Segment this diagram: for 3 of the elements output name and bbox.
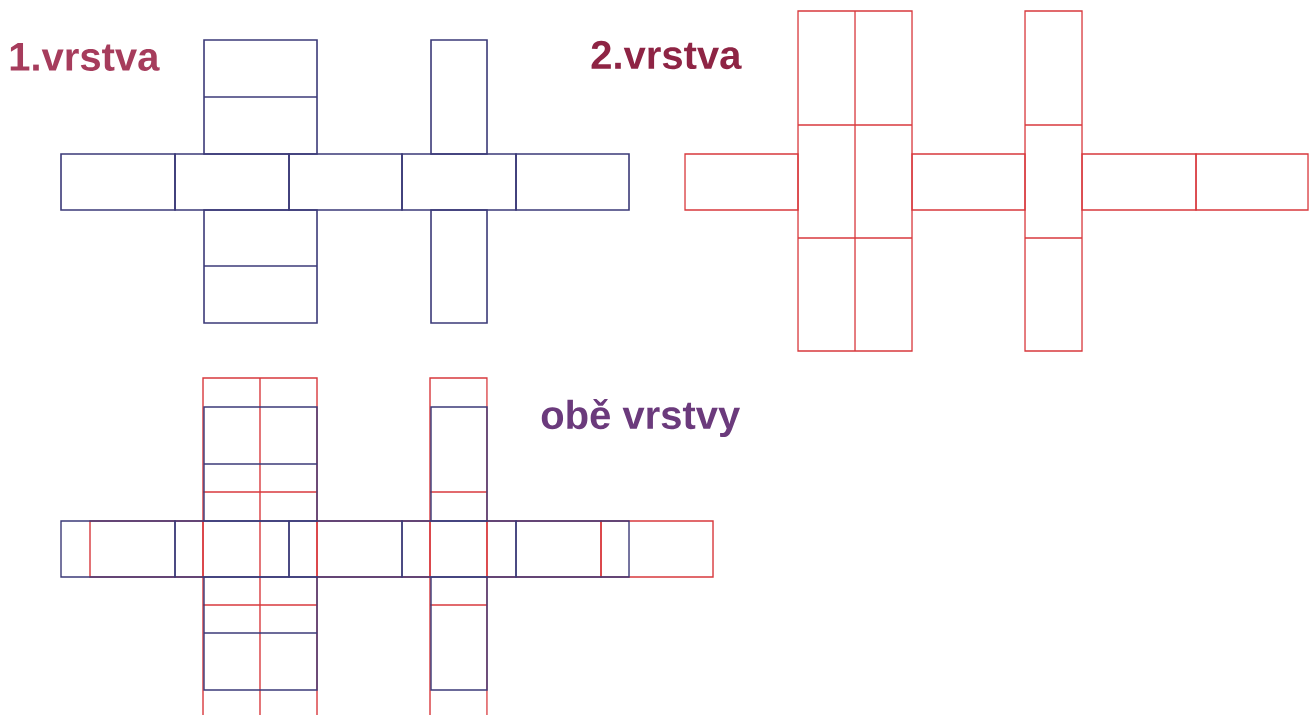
layer-title: 1.vrstva — [10, 43, 160, 71]
layer-title: obě vrstvy — [541, 398, 741, 438]
layer-title: 2.vrstva — [591, 40, 742, 70]
